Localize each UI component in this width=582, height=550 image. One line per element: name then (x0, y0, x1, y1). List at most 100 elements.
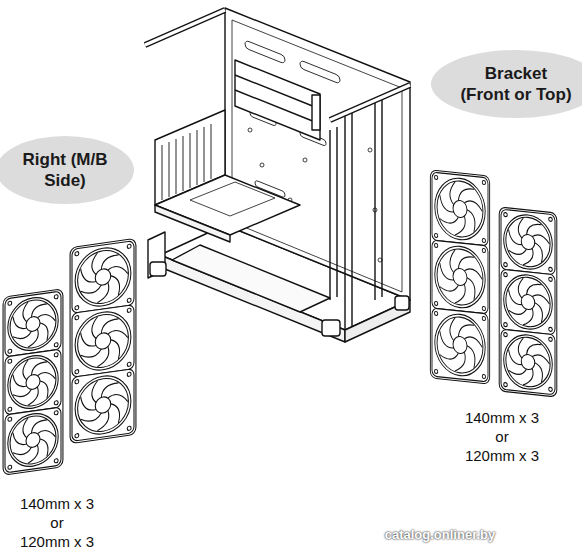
fan-blade (458, 324, 474, 339)
fan-blade (455, 215, 465, 236)
fan-ring (504, 272, 553, 331)
size-label: or (50, 513, 63, 532)
fan-frame (5, 291, 61, 357)
fan-blade (455, 351, 465, 372)
fan-blade (23, 418, 28, 438)
fan-bracket (430, 170, 489, 384)
fan-column (430, 170, 489, 384)
ellipse-shape (0, 135, 135, 205)
fan-screw (482, 316, 485, 320)
fan-screw (434, 233, 437, 237)
fan-blade (440, 351, 459, 360)
fan-blade (81, 267, 96, 284)
fan-blade (518, 278, 523, 299)
fan-ring (437, 247, 483, 308)
fan-frame (5, 407, 61, 473)
fan-blade (13, 331, 32, 340)
fan-screw (127, 298, 131, 303)
fan-screw (8, 359, 12, 364)
fan-screw (54, 458, 58, 463)
fan-blade (518, 218, 523, 239)
fan-blade (111, 403, 120, 424)
fan-blade (108, 265, 128, 277)
watermark: catalog.onliner.by (385, 527, 496, 542)
size-label: 140mm x 3 (465, 408, 539, 427)
fan-blade (111, 275, 120, 296)
fan-screw (482, 306, 485, 310)
fan-blade (28, 387, 38, 405)
fan-screw (8, 465, 12, 470)
fan-screw (434, 369, 437, 373)
fan-blade (13, 315, 27, 330)
fan-blade (532, 354, 549, 364)
fan-frame (432, 308, 488, 382)
fan-screw (549, 337, 553, 341)
fan-blade (535, 363, 543, 383)
fan-ring (506, 215, 550, 269)
fan-blade (92, 253, 98, 275)
fan-screw (127, 362, 131, 367)
fan-blade (523, 367, 533, 386)
fan-blade (523, 307, 533, 326)
fan-screw (127, 426, 131, 431)
fan-screw (482, 180, 485, 184)
fan-frame (501, 329, 555, 395)
fan-screw (54, 294, 58, 299)
ellipse-shape (430, 49, 582, 119)
fan-blade (108, 329, 128, 341)
fan-screw (54, 410, 58, 415)
fan-blade (81, 285, 102, 294)
fan-blade (458, 256, 474, 271)
size-label: 120mm x 3 (465, 446, 539, 465)
fan-blade (526, 283, 541, 296)
fan-ring (78, 247, 129, 307)
fan-bracket (70, 238, 136, 443)
fan-ring (437, 179, 483, 240)
fan-frame (5, 349, 61, 415)
ellipse-label: Right (M/B Side) (0, 135, 135, 205)
fan-blade (97, 282, 108, 302)
fan-blade (467, 210, 475, 232)
fan-column (70, 238, 136, 443)
fan-ring (437, 315, 483, 376)
fan-frame (72, 305, 134, 378)
fan-blade (509, 229, 522, 244)
ellipse-fill (431, 50, 582, 118)
fan-screw (549, 267, 553, 271)
fan-screw (434, 175, 437, 179)
fan-screw (8, 407, 12, 412)
fan-ring (75, 244, 131, 309)
fan-blade (23, 360, 28, 380)
fan-bracket (499, 207, 557, 397)
fan-blade (111, 339, 120, 360)
fan-ring (78, 375, 129, 435)
fan-screw (127, 244, 131, 249)
fan-ring (435, 244, 485, 310)
fan-blade (101, 255, 118, 270)
fan-screw (434, 243, 437, 247)
fan-ring (8, 294, 58, 353)
size-label: 140mm x 3 (20, 494, 94, 513)
fan-blade (535, 243, 543, 263)
fan-blade (97, 346, 108, 366)
fan-blade (108, 393, 128, 405)
fan-blade (40, 438, 48, 457)
fan-ring (506, 275, 550, 329)
fan-blade (101, 383, 118, 398)
fan-screw (549, 327, 553, 331)
fan-blade (518, 338, 523, 359)
fan-screw (75, 369, 79, 374)
fan-screw (8, 301, 12, 306)
fan-screw (504, 332, 508, 336)
fan-screw (504, 262, 508, 266)
fan-screw (482, 374, 485, 378)
fan-blade (464, 336, 482, 347)
fan-blade (101, 319, 118, 334)
fan-blade (37, 429, 55, 439)
fan-blade (92, 317, 98, 339)
side-label: Right (M/B Side) (22, 149, 108, 191)
fan-blade (37, 313, 55, 323)
fan-screw (8, 349, 12, 354)
fan-blade (509, 289, 522, 304)
